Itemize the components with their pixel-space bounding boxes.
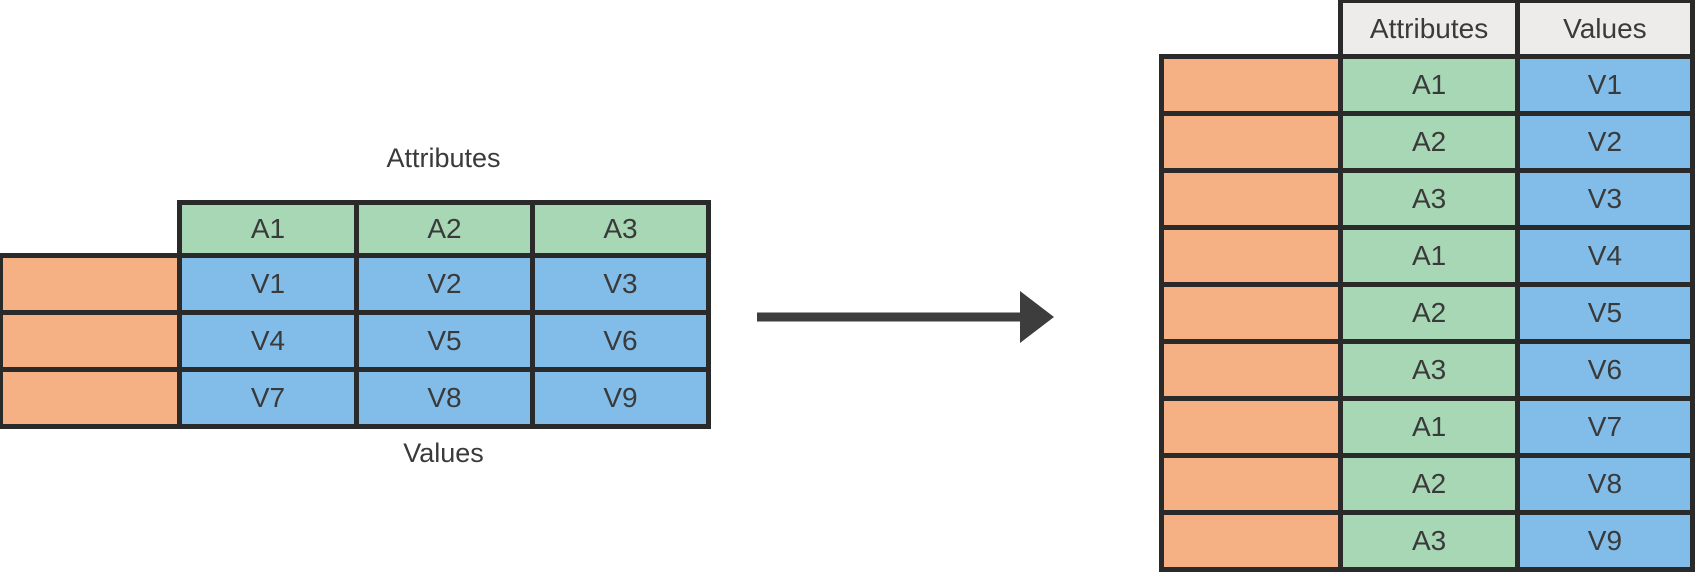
left-table-values-label: Values bbox=[403, 438, 484, 468]
attribute-cell: A1 bbox=[1338, 396, 1520, 458]
row-key-cell bbox=[1158, 54, 1344, 116]
value-cell: V6 bbox=[1514, 339, 1695, 401]
row-key-cell bbox=[1158, 339, 1344, 401]
unpivoted-table-row: A1 V7 bbox=[1158, 396, 1695, 458]
source-table-row: V1 V2 V3 bbox=[0, 253, 711, 315]
attribute-cell: A3 bbox=[1338, 168, 1520, 230]
unpivoted-table-row: A2 V5 bbox=[1158, 282, 1695, 344]
attribute-header-cell: A3 bbox=[530, 200, 711, 258]
source-table: A1 A2 A3 V1 V2 V3 V4 V5 V6 V7 V8 V9 bbox=[0, 200, 711, 429]
source-table-row: V4 V5 V6 bbox=[0, 310, 711, 372]
attribute-cell: A2 bbox=[1338, 282, 1520, 344]
row-key-cell bbox=[1158, 453, 1344, 515]
row-key-cell bbox=[1158, 111, 1344, 173]
source-header-row: A1 A2 A3 bbox=[1, 200, 711, 258]
value-cell: V5 bbox=[1514, 282, 1695, 344]
value-cell: V8 bbox=[354, 367, 535, 429]
unpivoted-table-row: A3 V3 bbox=[1158, 168, 1695, 230]
row-key-cell bbox=[1158, 282, 1344, 344]
source-table-row: V7 V8 V9 bbox=[0, 367, 711, 429]
value-cell: V1 bbox=[1514, 54, 1695, 116]
value-cell: V8 bbox=[1514, 453, 1695, 515]
attribute-header-cell: A2 bbox=[354, 200, 535, 258]
values-column-header: Values bbox=[1514, 0, 1695, 59]
left-table-attributes-label: Attributes bbox=[386, 143, 501, 173]
unpivoted-table-row: A1 V4 bbox=[1158, 225, 1695, 287]
unpivoted-table-row: A3 V6 bbox=[1158, 339, 1695, 401]
corner-spacer-cell bbox=[1, 203, 180, 256]
corner-spacer-cell bbox=[1162, 1, 1341, 57]
value-cell: V9 bbox=[530, 367, 711, 429]
unpivoted-table-row: A1 V1 bbox=[1158, 54, 1695, 116]
unpivoted-table-row: A3 V9 bbox=[1158, 510, 1695, 572]
row-key-cell bbox=[0, 253, 182, 315]
value-cell: V6 bbox=[530, 310, 711, 372]
value-cell: V7 bbox=[177, 367, 359, 429]
row-key-cell bbox=[0, 367, 182, 429]
value-cell: V9 bbox=[1514, 510, 1695, 572]
value-cell: V7 bbox=[1514, 396, 1695, 458]
row-key-cell bbox=[1158, 510, 1344, 572]
value-cell: V4 bbox=[1514, 225, 1695, 287]
row-key-cell bbox=[1158, 396, 1344, 458]
unpivoted-table-row: A2 V8 bbox=[1158, 453, 1695, 515]
attributes-column-header: Attributes bbox=[1338, 0, 1520, 59]
unpivoted-header-row: Attributes Values bbox=[1162, 0, 1695, 59]
value-cell: V3 bbox=[530, 253, 711, 315]
right-arrow-icon bbox=[757, 291, 1054, 343]
attribute-header-cell: A1 bbox=[177, 200, 359, 258]
value-cell: V1 bbox=[177, 253, 359, 315]
value-cell: V2 bbox=[1514, 111, 1695, 173]
value-cell: V3 bbox=[1514, 168, 1695, 230]
row-key-cell bbox=[1158, 225, 1344, 287]
value-cell: V5 bbox=[354, 310, 535, 372]
value-cell: V4 bbox=[177, 310, 359, 372]
attribute-cell: A3 bbox=[1338, 510, 1520, 572]
attribute-cell: A1 bbox=[1338, 225, 1520, 287]
attribute-cell: A3 bbox=[1338, 339, 1520, 401]
unpivoted-table-row: A2 V2 bbox=[1158, 111, 1695, 173]
unpivoted-table: Attributes Values A1 V1 A2 V2 A3 V3 A1 V… bbox=[1158, 0, 1695, 572]
row-key-cell bbox=[0, 310, 182, 372]
attribute-cell: A1 bbox=[1338, 54, 1520, 116]
attribute-cell: A2 bbox=[1338, 453, 1520, 515]
value-cell: V2 bbox=[354, 253, 535, 315]
row-key-cell bbox=[1158, 168, 1344, 230]
attribute-cell: A2 bbox=[1338, 111, 1520, 173]
